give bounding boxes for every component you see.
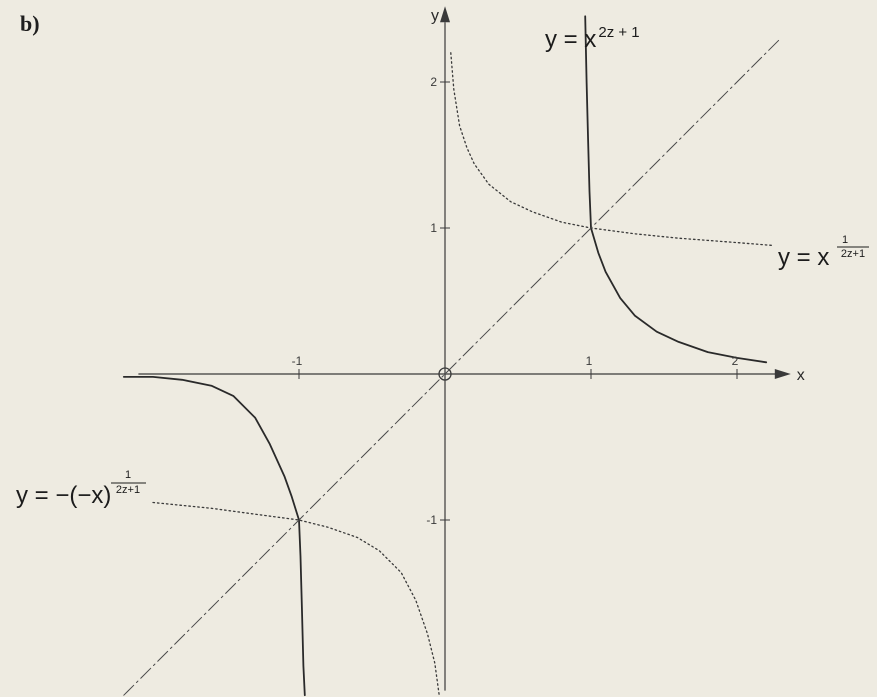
y-axis-arrow [440,6,450,23]
neg-root-curve-exp-den: 2z+1 [116,484,140,496]
curve-solid-3 [298,519,306,697]
y-tick-label: 1 [430,221,437,235]
x-axis-arrow [774,369,791,379]
curve-solid-2 [122,376,300,521]
origin-marker [438,367,452,381]
curve-solid-1 [584,15,592,229]
curve-dotted-4 [450,52,775,247]
axes: xy [138,6,805,691]
curve-dotted-5 [152,501,440,696]
panel-label: b) [20,11,40,36]
y-axis-label: y [431,7,439,24]
ticks: -1 1 2 2 1 -1 [292,75,739,527]
root-curve-exp-num: 1 [842,234,848,246]
root-curve-label: y = x [778,244,829,271]
root-curve-exp-den: 2z+1 [841,248,865,260]
neg-root-curve-label: y = −(−x) [16,482,111,509]
x-axis-label: x [797,367,805,384]
x-tick-label: 1 [586,354,593,368]
curve-solid-0 [590,227,768,364]
curves [122,15,782,697]
neg-root-curve-exp-num: 1 [125,469,131,481]
y-tick-label: -1 [426,513,437,527]
x-tick-label: 2 [732,354,739,368]
curve-dashdot-6 [123,37,782,696]
x-tick-label: -1 [292,354,303,368]
y-tick-label: 2 [430,75,437,89]
